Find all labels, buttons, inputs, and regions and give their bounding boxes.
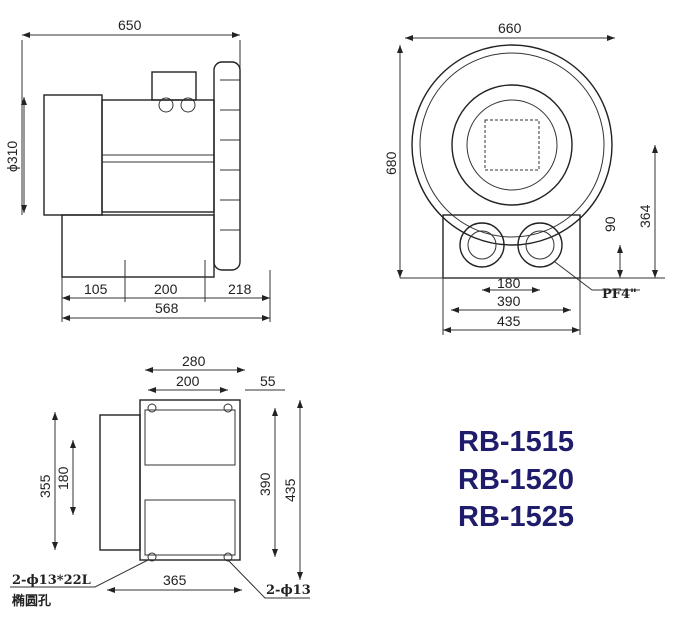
front-view: 660 680 364 90 180 390 435 PF4" (383, 20, 665, 335)
svg-text:390: 390 (497, 293, 521, 309)
svg-text:390: 390 (257, 472, 273, 496)
motor-body (101, 99, 215, 213)
svg-text:PF4": PF4" (602, 287, 637, 302)
model-label: RB-1525 (458, 501, 575, 533)
svg-text:568: 568 (155, 300, 179, 316)
svg-text:660: 660 (498, 20, 522, 36)
svg-text:680: 680 (383, 151, 399, 175)
svg-text:200: 200 (154, 281, 178, 297)
svg-text:2-ϕ13*22L: 2-ϕ13*22L (12, 573, 91, 588)
bottom-body (139, 399, 241, 561)
dim-310: ϕ310 (4, 141, 20, 172)
svg-text:55: 55 (260, 373, 276, 389)
svg-text:355: 355 (37, 474, 53, 498)
svg-text:180: 180 (497, 275, 521, 291)
svg-text:200: 200 (176, 373, 200, 389)
svg-text:180: 180 (55, 466, 71, 490)
fan-guard (213, 61, 241, 271)
svg-text:218: 218 (228, 281, 252, 297)
dim-650: 650 (118, 17, 142, 33)
motor-end-cap (43, 94, 103, 216)
svg-text:105: 105 (84, 281, 108, 297)
svg-text:280: 280 (182, 353, 206, 369)
terminal-box (151, 71, 197, 101)
svg-text:435: 435 (497, 313, 521, 329)
model-label: RB-1520 (458, 464, 575, 496)
side-view: 650 ϕ310 105 200 218 568 (4, 17, 271, 322)
bottom-view: 280 200 55 355 180 390 435 365 2-ϕ13*22L… (10, 353, 311, 609)
base-plate (442, 214, 581, 279)
svg-text:90: 90 (602, 216, 618, 232)
svg-text:2-ϕ13: 2-ϕ13 (266, 583, 311, 598)
svg-text:364: 364 (637, 204, 653, 228)
model-label: RB-1515 (458, 426, 575, 458)
svg-text:435: 435 (282, 478, 298, 502)
base-housing (61, 214, 215, 278)
blower-housing (411, 44, 613, 246)
svg-text:椭圆孔: 椭圆孔 (12, 593, 51, 609)
motor-flange (99, 414, 141, 551)
svg-text:365: 365 (163, 572, 187, 588)
